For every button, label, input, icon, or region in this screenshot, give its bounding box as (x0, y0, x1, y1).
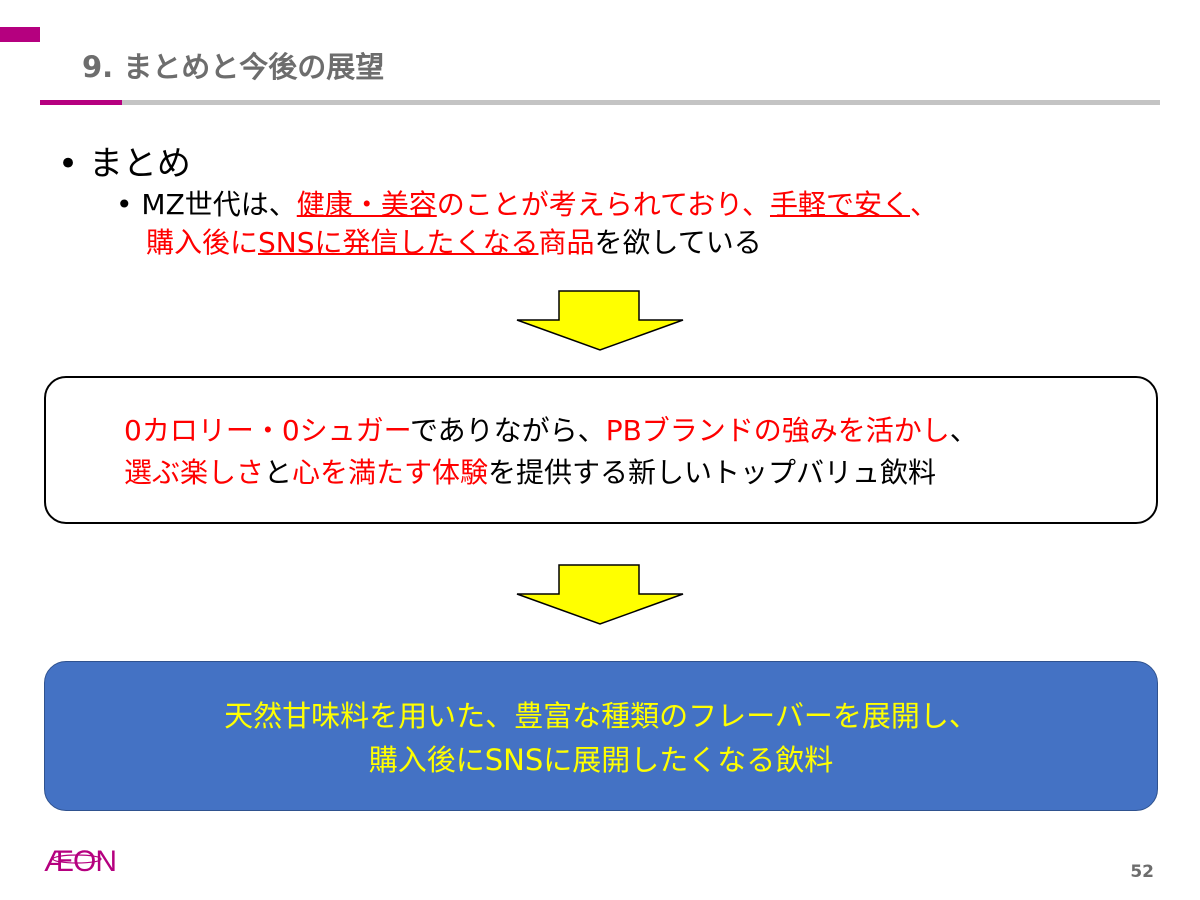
down-arrow-icon (516, 564, 684, 625)
bullet-detail-line2: 購入後にSNSに発信したくなる商品を欲している (116, 224, 938, 262)
text-segment: MZ世代は、 (141, 188, 297, 221)
text-segment: 心を満たす体験 (292, 456, 489, 489)
text-segment: 購入後に (146, 226, 259, 259)
title-rule (122, 100, 1160, 105)
slide-title: 9. まとめと今後の展望 (82, 50, 385, 84)
concept-line2: 選ぶ楽しさと心を満たす体験を提供する新しいトップバリュ飲料 (124, 452, 1156, 494)
text-segment: 、 (949, 414, 978, 447)
title-rule-accent (40, 100, 122, 105)
bullet-summary: • まとめ (58, 144, 191, 184)
text-segment: 、 (910, 188, 939, 221)
text-segment: 健康・美容 (296, 188, 437, 221)
text-segment: と (264, 456, 293, 489)
svg-text:ÆON: ÆON (44, 845, 116, 875)
product-line2: 購入後にSNSに展開したくなる飲料 (368, 743, 834, 777)
concept-box: 0カロリー・0シュガーでありながら、PBブランドの強みを活かし、 選ぶ楽しさと心… (44, 376, 1158, 524)
product-box: 天然甘味料を用いた、豊富な種類のフレーバーを展開し、 購入後にSNSに展開したく… (44, 661, 1158, 811)
aeon-logo: ÆON (44, 845, 117, 875)
down-arrow-icon (516, 290, 684, 351)
concept-line1: 0カロリー・0シュガーでありながら、PBブランドの強みを活かし、 (124, 410, 1156, 452)
bullet-detail: • MZ世代は、健康・美容のことが考えられており、手軽で安く、 購入後にSNSに… (116, 186, 938, 262)
bullet-detail-line1: • MZ世代は、健康・美容のことが考えられており、手軽で安く、 (116, 188, 939, 221)
text-segment: を提供する新しいトップバリュ飲料 (488, 456, 937, 489)
text-segment: を欲している (594, 226, 762, 259)
text-segment: 選ぶ楽しさ (124, 456, 265, 489)
text-segment: PBブランドの強みを活かし (605, 414, 950, 447)
product-line1: 天然甘味料を用いた、豊富な種類のフレーバーを展開し、 (224, 699, 978, 733)
corner-accent (0, 27, 40, 42)
text-segment: SNSに発信したくなる (258, 226, 539, 259)
text-segment: 商品 (538, 226, 595, 259)
text-segment: のことが考えられており、 (436, 188, 770, 221)
text-segment: 0カロリー・0シュガー (124, 414, 410, 447)
page-number: 52 (1130, 862, 1154, 882)
text-segment: でありながら、 (409, 414, 606, 447)
bullet-summary-text: まとめ (88, 144, 191, 184)
text-segment: 手軽で安く (769, 188, 910, 221)
